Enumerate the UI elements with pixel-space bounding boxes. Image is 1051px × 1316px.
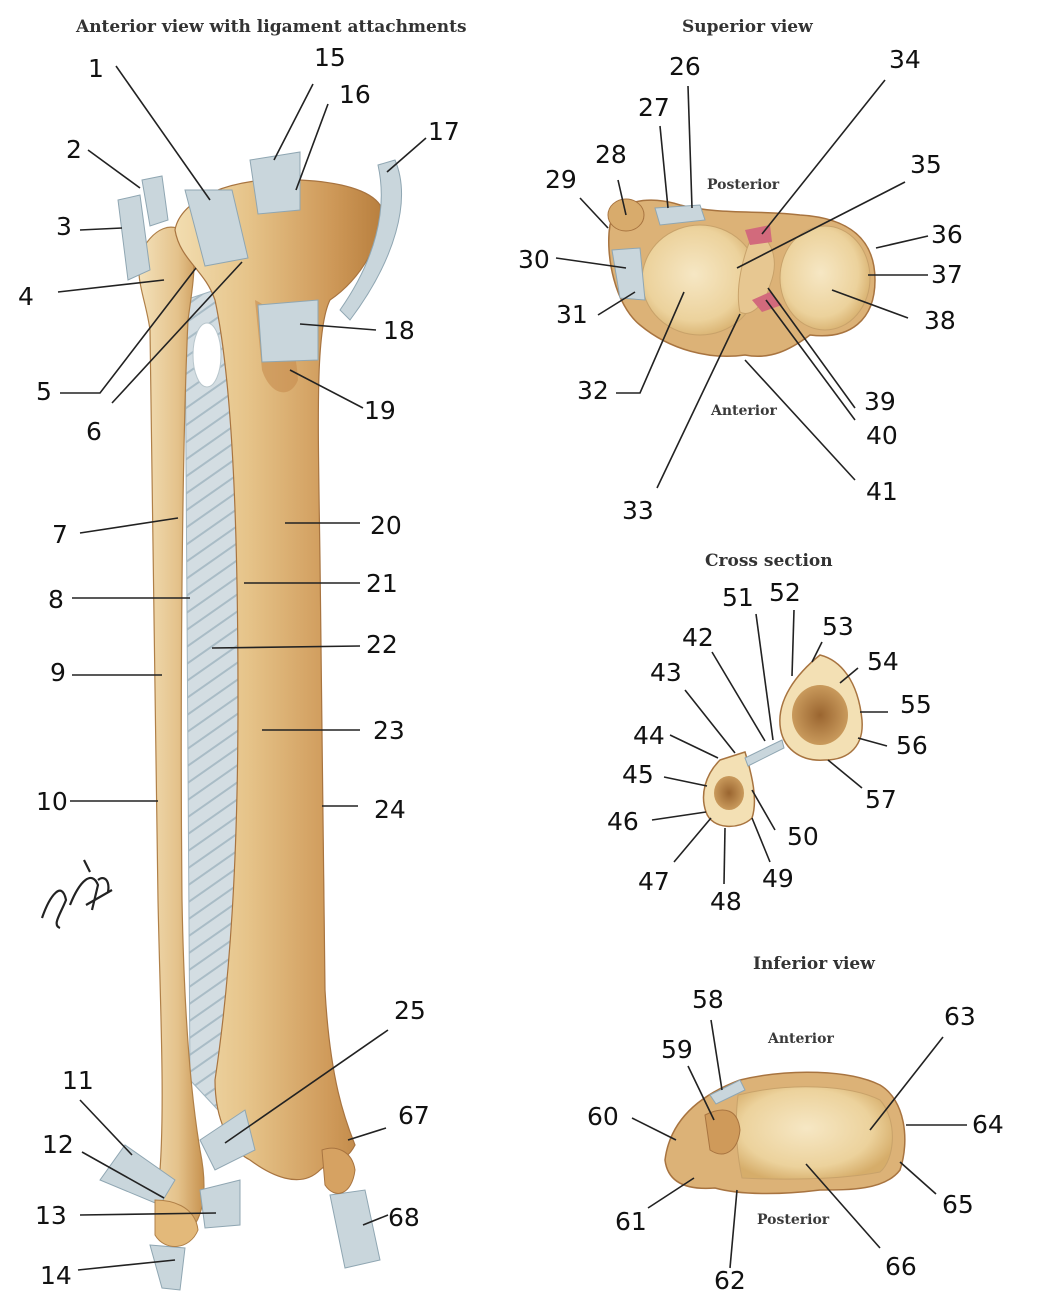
label-13: 13 <box>35 1201 67 1230</box>
label-31: 31 <box>556 300 588 329</box>
inferior-view <box>664 1071 906 1195</box>
label-32: 32 <box>577 376 609 405</box>
label-49: 49 <box>762 864 794 893</box>
superior-ligament-stumps <box>611 204 706 301</box>
label-60: 60 <box>587 1102 619 1131</box>
label-29: 29 <box>545 165 577 194</box>
lateral-condyle-surface <box>779 225 871 331</box>
label-24: 24 <box>374 795 406 824</box>
label-50: 50 <box>787 822 819 851</box>
label-10: 10 <box>36 787 68 816</box>
cross-section <box>702 654 863 827</box>
label-61: 61 <box>615 1207 647 1236</box>
label-26: 26 <box>669 52 701 81</box>
label-64: 64 <box>972 1110 1004 1139</box>
distal-ligaments <box>99 1109 381 1291</box>
inferior-anterior-label: Anterior <box>768 1031 834 1047</box>
label-41: 41 <box>866 477 898 506</box>
label-67: 67 <box>398 1101 430 1130</box>
label-51: 51 <box>722 583 754 612</box>
superior-view <box>607 198 876 357</box>
label-19: 19 <box>364 396 396 425</box>
label-37: 37 <box>931 260 963 289</box>
label-47: 47 <box>638 867 670 896</box>
medial-malleolus <box>321 1147 356 1194</box>
superior-posterior-label: Posterior <box>707 177 780 193</box>
label-40: 40 <box>866 421 898 450</box>
tibia-marrow <box>792 685 848 745</box>
label-12: 12 <box>42 1130 74 1159</box>
label-3: 3 <box>56 212 72 241</box>
label-46: 46 <box>607 807 639 836</box>
label-54: 54 <box>867 647 899 676</box>
label-65: 65 <box>942 1190 974 1219</box>
label-22: 22 <box>366 630 398 659</box>
label-53: 53 <box>822 612 854 641</box>
label-6: 6 <box>86 417 102 446</box>
superior-view-title: Superior view <box>682 17 813 37</box>
fibular-notch-surface <box>704 1109 741 1155</box>
label-9: 9 <box>50 658 66 687</box>
label-48: 48 <box>710 887 742 916</box>
label-44: 44 <box>633 721 665 750</box>
intercondylar-area <box>737 229 775 314</box>
label-2: 2 <box>66 135 82 164</box>
label-35: 35 <box>910 150 942 179</box>
label-1: 1 <box>88 54 104 83</box>
label-17: 17 <box>428 117 460 146</box>
superior-anterior-label: Anterior <box>711 403 777 419</box>
label-23: 23 <box>373 716 405 745</box>
inferior-view-title: Inferior view <box>753 954 875 974</box>
label-20: 20 <box>370 511 402 540</box>
inferior-ligament-edge <box>709 1079 746 1105</box>
proximal-ligaments <box>117 151 402 363</box>
label-14: 14 <box>40 1261 72 1290</box>
label-59: 59 <box>661 1035 693 1064</box>
label-7: 7 <box>52 520 68 549</box>
cross-section-title: Cross section <box>705 551 833 571</box>
label-11: 11 <box>62 1066 94 1095</box>
cross-section-membrane <box>744 739 785 767</box>
label-56: 56 <box>896 731 928 760</box>
label-57: 57 <box>865 785 897 814</box>
label-27: 27 <box>638 93 670 122</box>
label-45: 45 <box>622 760 654 789</box>
inferior-posterior-label: Posterior <box>757 1212 830 1228</box>
label-21: 21 <box>366 569 398 598</box>
label-43: 43 <box>650 658 682 687</box>
anterior-view-title: Anterior view with ligament attachments <box>76 17 467 37</box>
anterior-view <box>40 151 402 1291</box>
articular-surface <box>735 1086 893 1180</box>
label-58: 58 <box>692 985 724 1014</box>
label-25: 25 <box>394 996 426 1025</box>
label-34: 34 <box>889 45 921 74</box>
label-55: 55 <box>900 690 932 719</box>
label-33: 33 <box>622 496 654 525</box>
artist-signature <box>40 859 113 930</box>
label-36: 36 <box>931 220 963 249</box>
label-5: 5 <box>36 377 52 406</box>
label-28: 28 <box>595 140 627 169</box>
label-15: 15 <box>314 43 346 72</box>
label-63: 63 <box>944 1002 976 1031</box>
label-16: 16 <box>339 80 371 109</box>
label-38: 38 <box>924 306 956 335</box>
lateral-malleolus <box>154 1199 199 1247</box>
label-68: 68 <box>388 1203 420 1232</box>
label-39: 39 <box>864 387 896 416</box>
label-52: 52 <box>769 578 801 607</box>
label-4: 4 <box>18 282 34 311</box>
label-62: 62 <box>714 1266 746 1295</box>
membrane-aperture <box>192 322 222 388</box>
label-18: 18 <box>383 316 415 345</box>
label-8: 8 <box>48 585 64 614</box>
leader-lines <box>57 65 967 1271</box>
label-42: 42 <box>682 623 714 652</box>
fibula-marrow <box>714 776 744 810</box>
label-30: 30 <box>518 245 550 274</box>
label-66: 66 <box>885 1252 917 1281</box>
